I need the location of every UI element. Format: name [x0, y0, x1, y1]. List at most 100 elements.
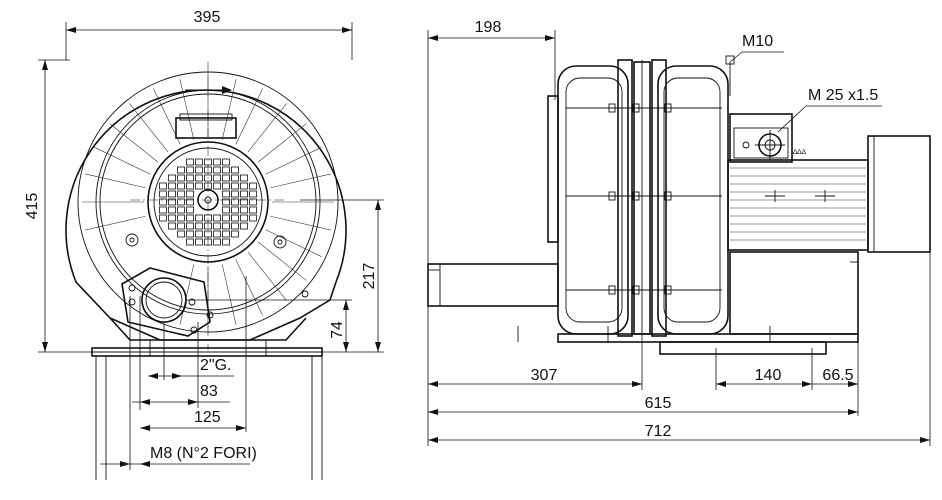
grid-cell [231, 182, 239, 190]
dim-712-label: 712 [645, 423, 672, 440]
grid-cell [222, 214, 230, 222]
dim-615: 615 [428, 395, 858, 415]
fin-line [85, 173, 146, 189]
grid-cell [195, 214, 203, 222]
grid-cell [195, 222, 203, 230]
grid-cell [222, 198, 230, 206]
fin-line [257, 123, 307, 163]
grid-cell [168, 206, 176, 214]
grid-cell [222, 230, 230, 238]
fin-line [221, 264, 237, 325]
fin-line [270, 173, 331, 189]
fin-line [265, 229, 322, 257]
grid-cell [240, 214, 248, 222]
grid-cell [195, 158, 203, 166]
port-flange [121, 267, 211, 337]
motor-fins [730, 167, 866, 241]
grid-cell [186, 206, 194, 214]
grid-cell [186, 190, 194, 198]
grid-cell [213, 182, 221, 190]
fin-line [94, 147, 151, 175]
grid-cell [204, 174, 212, 182]
dim-198-label: 198 [475, 19, 502, 36]
fin-line [247, 103, 287, 153]
grid-cell [240, 190, 248, 198]
grid-cell [222, 238, 230, 246]
grid-cell [186, 238, 194, 246]
grid-cell [168, 214, 176, 222]
m10-label: M10 [742, 33, 773, 50]
rail-clip [632, 191, 640, 201]
grid-cell [213, 166, 221, 174]
grid-cell [213, 222, 221, 230]
dim-125: 125 [140, 409, 246, 431]
grid-cell [222, 182, 230, 190]
grid-cell [240, 174, 248, 182]
dim-height-label: 415 [24, 193, 41, 220]
grid-cell [249, 190, 257, 198]
grid-cell [195, 230, 203, 238]
grid-cell [186, 174, 194, 182]
grid-cell [222, 206, 230, 214]
grid-cell [195, 182, 203, 190]
grid-cell [213, 230, 221, 238]
blower-housing [65, 62, 347, 341]
dim-140: 140 [715, 348, 813, 390]
m25-label: M 25 x1.5 [808, 87, 878, 104]
fin-line [235, 88, 263, 145]
port-size-label: 2"G. [200, 357, 231, 374]
fin-line [129, 103, 169, 153]
grid-cell [159, 214, 167, 222]
grid-cell [222, 222, 230, 230]
grid-cell [240, 206, 248, 214]
grid-cell [231, 222, 239, 230]
grid-cell [186, 182, 194, 190]
housing-bosses [125, 233, 309, 319]
grid-cell [195, 174, 203, 182]
dim-port-size: 2"G. [148, 357, 234, 379]
motor-body [727, 135, 931, 253]
grid-cell [177, 222, 185, 230]
fin-line [179, 264, 195, 325]
grid-cell [159, 182, 167, 190]
grid-cell [231, 166, 239, 174]
rail-clip [664, 103, 672, 113]
fin-line [257, 241, 307, 281]
grid-cell [177, 166, 185, 174]
grid-cell [186, 158, 194, 166]
grid-cell [168, 174, 176, 182]
grid-cell [213, 238, 221, 246]
grid-cell [222, 190, 230, 198]
grid-cell [168, 182, 176, 190]
dim-712: 712 [428, 252, 931, 446]
grid-cell [231, 190, 239, 198]
rail-clip [608, 191, 616, 201]
grid-cell [249, 206, 257, 214]
grid-cell [213, 174, 221, 182]
callout-m25: M 25 x1.5 [777, 87, 882, 133]
grid-cell [249, 198, 257, 206]
grid-cell [177, 190, 185, 198]
dim-width-label: 395 [194, 9, 221, 26]
fin-line [179, 79, 195, 140]
grid-cell [177, 214, 185, 222]
grid-cell [159, 198, 167, 206]
dim-198: 198 [427, 19, 556, 270]
dim-66-5: 66.5 [812, 342, 859, 416]
fin-line [247, 251, 287, 301]
dim-height-415: 415 [24, 59, 100, 353]
grid-cell [186, 222, 194, 230]
grid-cell [249, 182, 257, 190]
grid-cell [213, 214, 221, 222]
bolt-hole-note: M8 (N°2 FORI) [100, 445, 257, 467]
grid-cell [213, 158, 221, 166]
grid-cell [186, 230, 194, 238]
rail-clip [608, 103, 616, 113]
dim-217-label: 217 [361, 263, 378, 290]
body-rails [566, 103, 722, 295]
bolt-note-label: M8 (N°2 FORI) [150, 445, 257, 462]
fin-line [235, 259, 263, 316]
fan-cover-grid [159, 158, 257, 246]
dim-615-label: 615 [645, 395, 672, 412]
